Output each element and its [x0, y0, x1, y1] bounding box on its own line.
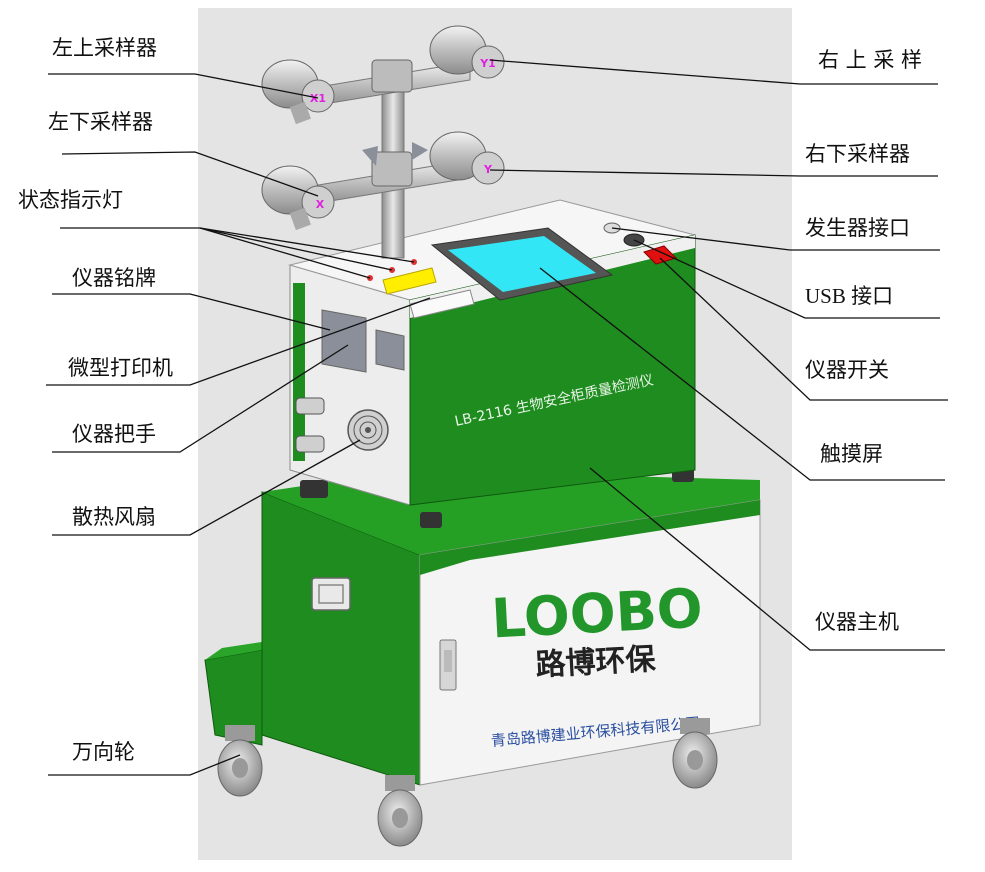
leader-power-switch — [659, 257, 948, 401]
label-caster: 万向轮 — [72, 740, 135, 764]
leader-touch-screen — [539, 267, 945, 481]
label-micro-printer: 微型打印机 — [68, 356, 173, 380]
leader-top-right-sampler — [489, 59, 938, 85]
sampler-mast: X1 Y1 X Y — [261, 25, 505, 259]
cooling-fan-grille — [347, 409, 389, 451]
leader-cooling-fan — [52, 439, 361, 536]
cart-side-handle — [311, 577, 351, 611]
label-generator-port: 发生器接口 — [805, 216, 910, 240]
leader-bottom-left-sampler — [61, 151, 319, 197]
touch-screen — [448, 236, 596, 292]
label-cooling-fan: 散热风扇 — [72, 505, 156, 529]
main-unit: LB-2116 生物安全柜质量检测仪 — [288, 199, 696, 528]
label-usb-port: USB 接口 — [805, 284, 894, 308]
leader-main-unit — [589, 467, 945, 651]
power-switch — [643, 245, 677, 265]
leader-status-indicator-2 — [199, 227, 393, 271]
label-nameplate: 仪器铭牌 — [72, 266, 156, 290]
label-touch-screen: 触摸屏 — [820, 442, 883, 466]
sampler-mark-y: Y — [483, 163, 493, 176]
brand-logo-cn: 路博环保 — [535, 642, 658, 683]
leader-micro-printer — [46, 297, 431, 386]
leader-nameplate — [52, 293, 331, 331]
leader-bottom-right-sampler — [489, 169, 938, 177]
leader-usb-port — [633, 239, 940, 319]
sampler-mark-x: X — [316, 198, 325, 211]
label-top-right-sampler: 右 上 采 样 — [818, 48, 923, 72]
sampler-mark-y1: Y1 — [479, 57, 496, 70]
sampler-bottom-left: X — [261, 165, 335, 231]
caster-wheels — [217, 718, 718, 847]
leader-generator-port — [611, 227, 940, 251]
label-handle: 仪器把手 — [72, 422, 156, 446]
callout-lines — [46, 59, 948, 776]
label-status-indicator: 状态指示灯 — [18, 188, 123, 212]
leader-caster — [48, 754, 241, 776]
printer-slot — [409, 289, 475, 319]
label-power-switch: 仪器开关 — [805, 358, 889, 382]
sampler-bottom-right: Y — [429, 131, 505, 185]
label-bottom-left-sampler: 左下采样器 — [48, 110, 153, 134]
leader-top-left-sampler — [48, 73, 319, 99]
leader-status-indicator-3 — [199, 227, 415, 263]
sampler-mark-x1: X1 — [310, 92, 326, 105]
cart: LOOBO 路博环保 青岛路博建业环保科技有限公司 — [204, 470, 761, 786]
sampler-top-left: X1 — [261, 59, 335, 125]
label-bottom-right-sampler: 右下采样器 — [805, 142, 910, 166]
top-nameplate — [382, 267, 437, 295]
brand-logo-latin: LOOBO — [490, 577, 704, 651]
label-top-left-sampler: 左上采样器 — [52, 36, 157, 60]
leader-handle — [52, 344, 349, 453]
sampler-top-right: Y1 — [429, 25, 505, 79]
label-main-unit: 仪器主机 — [815, 610, 899, 634]
